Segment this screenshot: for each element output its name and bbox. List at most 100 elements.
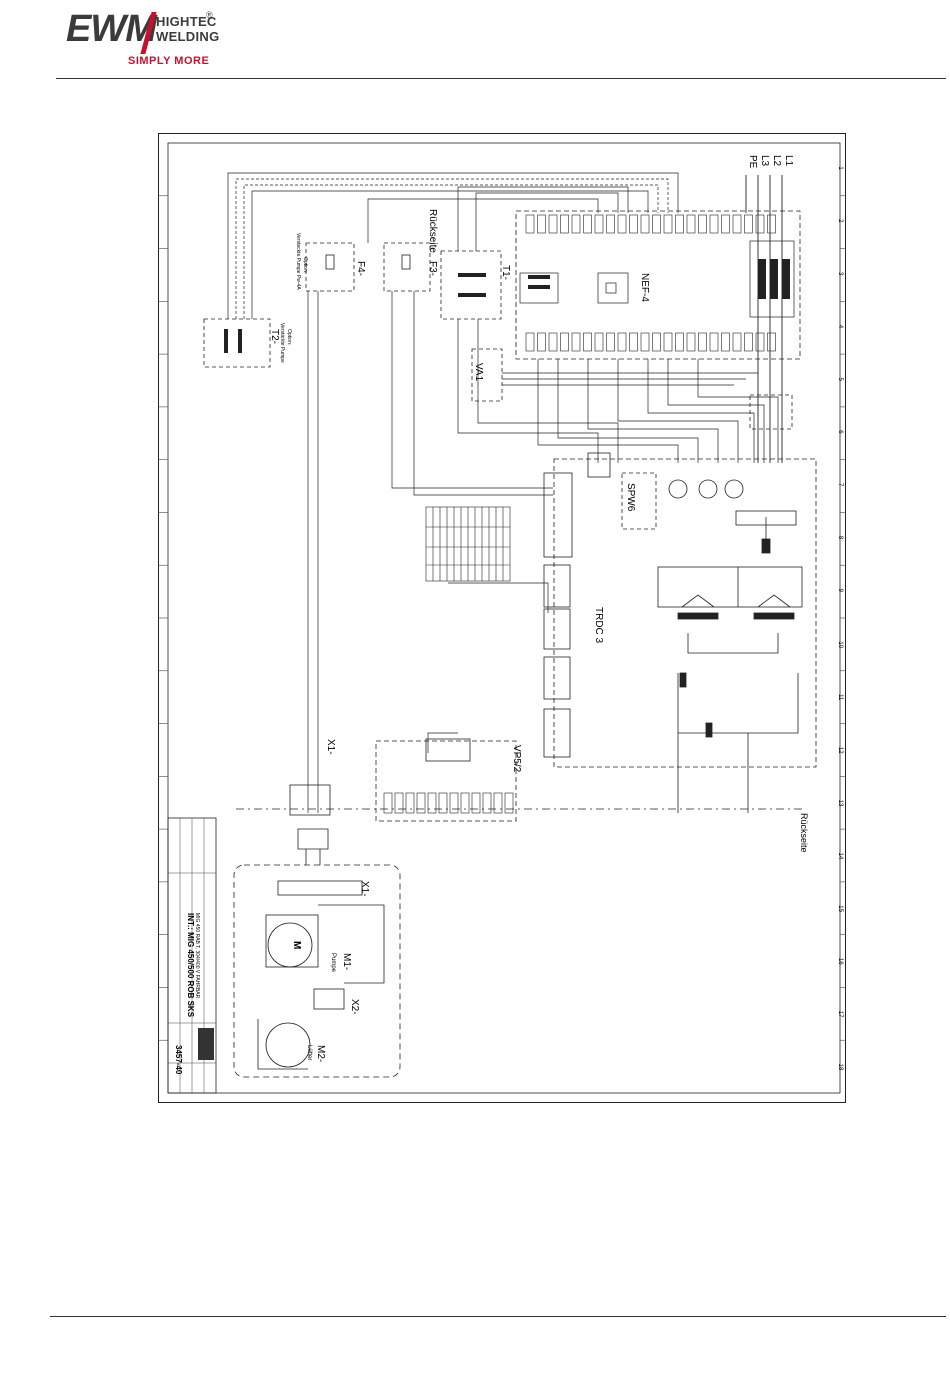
grid-number: 10 xyxy=(837,641,843,648)
label-x2: X2- xyxy=(349,999,360,1015)
connector-pin xyxy=(394,792,404,814)
connector-pin xyxy=(537,214,546,234)
connector-pin xyxy=(744,214,753,234)
label-t2: T2- xyxy=(269,329,280,344)
connector-pin xyxy=(537,332,546,352)
connector-pin xyxy=(482,792,492,814)
connector-pin xyxy=(709,332,719,352)
label-va1: VA1 xyxy=(473,363,484,382)
connector-pin xyxy=(652,332,661,352)
logo-welding: WELDING xyxy=(156,29,220,44)
title-block: INT.: MIG 450/500 ROB SKS MIG 450 RAB T,… xyxy=(167,817,217,1094)
connector-pin xyxy=(571,332,581,352)
label-vp: VP5/2 xyxy=(511,745,522,773)
grid-number: 14 xyxy=(837,853,843,860)
connector-pin xyxy=(606,214,615,234)
grid-number: 15 xyxy=(837,905,843,912)
connector-pin xyxy=(617,214,627,234)
connector-pin xyxy=(767,332,776,352)
nef-bottom-connector xyxy=(525,332,776,352)
grid-number: 1 xyxy=(837,166,843,170)
spw6-module xyxy=(587,452,744,530)
connector-pin xyxy=(427,792,437,814)
label-nef: NEF-4 xyxy=(639,273,650,302)
pump-fan-section xyxy=(233,864,401,1078)
connector-x1-top xyxy=(289,784,331,865)
trdc-connectors xyxy=(543,472,573,758)
label-option-f4: Option: xyxy=(302,257,308,273)
grid-ticks xyxy=(158,195,846,1041)
connector-pin xyxy=(405,792,415,814)
va1-module: VA1 xyxy=(471,348,503,402)
connector-pin xyxy=(525,332,535,352)
connector-pin xyxy=(744,332,753,352)
grid-number: 5 xyxy=(837,378,843,382)
logo-registered: ® xyxy=(206,10,213,20)
label-t1: T1- xyxy=(500,265,511,280)
connector-pin xyxy=(732,332,742,352)
connector-pin xyxy=(675,332,684,352)
connector-pin xyxy=(640,332,650,352)
grid-number: 2 xyxy=(837,219,843,223)
label-spw: SPW6 xyxy=(625,483,636,512)
transformer-t2: T2- Option: Verstärkte Pumpe xyxy=(203,318,292,368)
connector-pin xyxy=(663,214,673,234)
page-header: EWM HIGHTEC ® WELDING SIMPLY MORE xyxy=(0,0,950,80)
connector-pin xyxy=(767,214,776,234)
power-section xyxy=(553,458,817,813)
terminal-table xyxy=(425,506,511,582)
label-f3: F3- xyxy=(427,261,438,276)
connector-pin xyxy=(606,332,615,352)
label-trdc: TRDC 3 xyxy=(593,607,604,644)
label-m2: M2- xyxy=(315,1045,326,1062)
connector-pin xyxy=(652,214,661,234)
grid-number: 4 xyxy=(837,325,843,329)
grid-number: 6 xyxy=(837,430,843,434)
connector-pin xyxy=(594,214,604,234)
label-option-t2: Option: xyxy=(286,329,292,345)
label-option-t2-sub: Verstärkte Pumpe xyxy=(279,323,285,363)
label-x1-bottom: X1- xyxy=(359,881,370,897)
label-l3: L3 xyxy=(759,155,770,167)
connector-pin xyxy=(560,332,569,352)
logo-brand: EWM xyxy=(66,8,157,50)
connector-pin xyxy=(721,332,730,352)
title-text: INT.: MIG 450/500 ROB SKS xyxy=(186,913,195,1018)
ewm-logo: EWM HIGHTEC ® WELDING SIMPLY MORE xyxy=(66,8,246,70)
label-l1: L1 xyxy=(783,155,794,167)
grid-number: 17 xyxy=(837,1011,843,1018)
label-f4: F4- xyxy=(355,261,366,276)
connector-pin xyxy=(583,214,592,234)
connector-pin xyxy=(721,214,730,234)
connector-pin xyxy=(663,332,673,352)
connector-pin xyxy=(449,792,459,814)
connector-pin xyxy=(698,332,707,352)
connector-pin xyxy=(594,332,604,352)
grid-number: 18 xyxy=(837,1064,843,1071)
nef-board: NEF-4 xyxy=(515,210,801,360)
connector-pin xyxy=(571,214,581,234)
connector-pin xyxy=(548,214,558,234)
mains-lines xyxy=(745,175,783,463)
connector-pin xyxy=(525,214,535,234)
connector-pin xyxy=(548,332,558,352)
connector-pin xyxy=(640,214,650,234)
transformer-t1: T1- Rückseite xyxy=(427,209,511,320)
connector-pin xyxy=(675,214,684,234)
wiring-bundle xyxy=(227,172,779,813)
connector-pin xyxy=(438,792,448,814)
grid-number: 11 xyxy=(837,694,843,701)
label-x1-top: X1- xyxy=(325,739,336,755)
logo-hightec: HIGHTEC xyxy=(156,14,217,29)
grid-number: 7 xyxy=(837,483,843,487)
connector-pin xyxy=(560,214,569,234)
label-ruckseite-right: Rückseite xyxy=(799,813,809,853)
header-divider xyxy=(56,78,946,79)
grid-number: 9 xyxy=(837,589,843,593)
label-option-f4-sub: Versteckte Pumpe Pw-4A xyxy=(295,233,301,290)
connector-pin xyxy=(755,332,765,352)
label-pe: PE xyxy=(747,155,758,169)
